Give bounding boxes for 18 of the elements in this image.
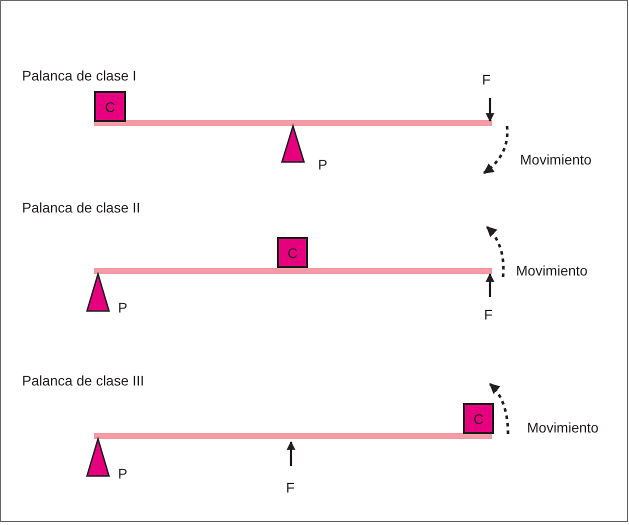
lever-title: Palanca de clase III [22,373,144,389]
fulcrum-label: P [118,300,128,316]
lever-title: Palanca de clase I [22,68,136,84]
motion-label: Movimiento [516,263,588,279]
load-box [277,237,308,268]
force-label: F [484,307,493,323]
force-label: F [482,72,491,88]
lever-title: Palanca de clase II [22,200,140,216]
load-box [94,91,126,122]
motion-label: Movimiento [527,420,599,436]
fulcrum-label: P [118,466,128,482]
force-label: F [286,480,295,496]
load-label: C [287,244,298,260]
motion-label: Movimiento [520,152,592,168]
load-label: C [473,410,484,426]
fulcrum-label: P [318,157,328,173]
load-box [463,403,494,434]
load-label: C [104,98,116,114]
